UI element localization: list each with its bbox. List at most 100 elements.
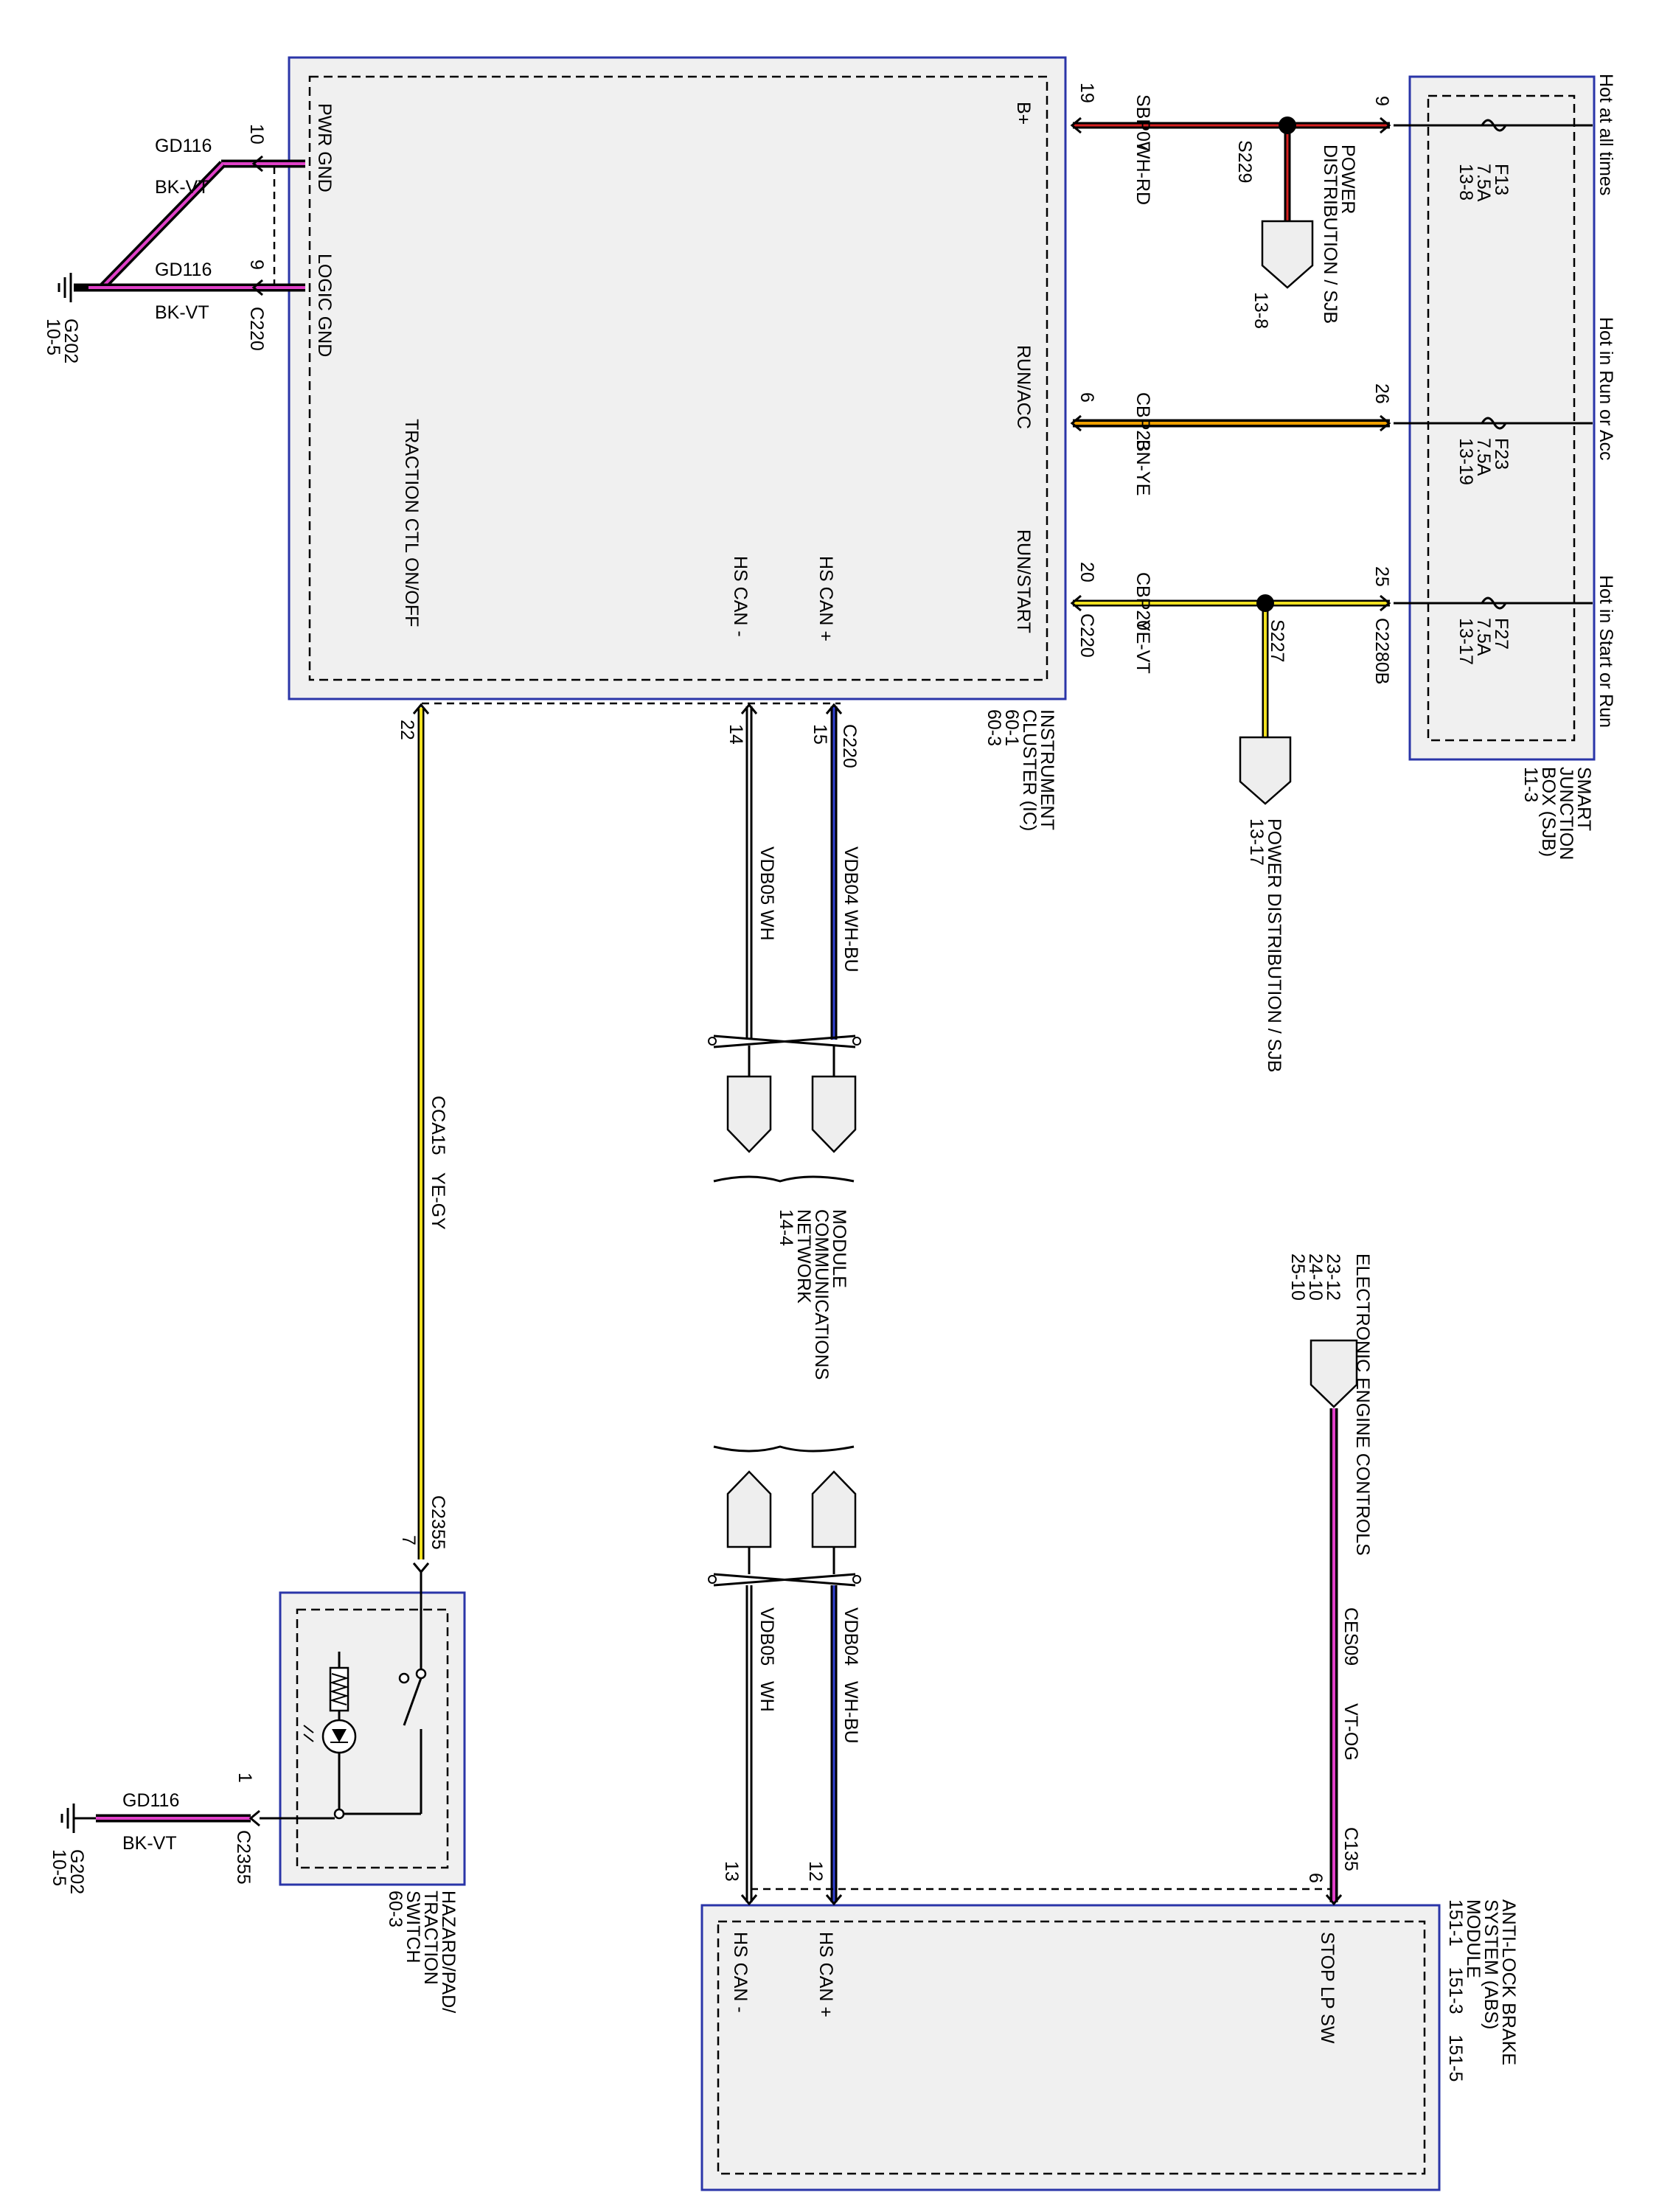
- pin-arrow-icon: [1070, 414, 1082, 432]
- ic-label-run-start: RUN/START: [1013, 529, 1034, 633]
- wire-label-ye-gy: YE-GY: [428, 1172, 448, 1230]
- hazard-inner-box: [296, 1608, 449, 1869]
- can-minus-connector-lower-icon: [726, 1470, 772, 1548]
- pin-arrow-icon: [1380, 116, 1391, 134]
- ground-ref-1: 10-5: [43, 319, 63, 355]
- abs-pin-6: 6: [1305, 1873, 1326, 1883]
- ic-pin-9: 9: [246, 260, 267, 270]
- pin-arrow-icon: [412, 1562, 430, 1574]
- abs-inner-box: [717, 1920, 1426, 2175]
- ic-pin-10: 10: [246, 124, 267, 145]
- bracket-upper-icon: [713, 1175, 855, 1183]
- fuse-f23-ref: 13-19: [1455, 438, 1476, 485]
- eec-ref-2: 24-10: [1305, 1253, 1326, 1301]
- pin-arrow-icon: [251, 279, 263, 296]
- ground-hazard-icon: [60, 1804, 96, 1833]
- pin-arrow-icon: [825, 703, 843, 714]
- ic-title-4: 60-3: [984, 709, 1004, 746]
- ic-label-hs-can-plus: HS CAN +: [815, 556, 836, 641]
- pin-arrow-icon: [1380, 594, 1391, 612]
- sjb-inner-box: [1427, 94, 1576, 742]
- ic-pin-6: 6: [1077, 392, 1097, 403]
- can-minus-connector-upper-icon: [726, 1075, 772, 1153]
- fuse-f23-icon: [1481, 417, 1507, 430]
- abs-box: [700, 1904, 1441, 2191]
- fuse-f13-ref: 13-8: [1455, 164, 1476, 201]
- wire-label-vdb04-low: VDB04: [841, 1607, 861, 1666]
- hot-label-3: Hot in Start or Run: [1596, 575, 1616, 728]
- abs-label-stop: STOP LP SW: [1317, 1932, 1338, 2044]
- wire-label-wh-up: WH: [757, 910, 777, 941]
- sjb-connector: C2280B: [1371, 618, 1392, 684]
- wire-label-ces09: CES09: [1340, 1607, 1361, 1666]
- ic-label-run-acc: RUN/ACC: [1013, 345, 1034, 429]
- fuse-f27-icon: [1481, 597, 1507, 610]
- wire-label-bn-ye: BN-YE: [1133, 439, 1153, 495]
- sjb-pin-26: 26: [1371, 383, 1392, 404]
- ic-title-2: CLUSTER (IC): [1019, 709, 1040, 831]
- pin-arrow-icon: [1325, 1894, 1343, 1906]
- eec-ref-3: 25-10: [1287, 1253, 1308, 1301]
- sjb-title-3: BOX (SJB): [1538, 767, 1559, 857]
- mcn-line3: NETWORK: [793, 1209, 814, 1304]
- fuse-f13-name: F13: [1491, 164, 1512, 195]
- fuse-f23-name: F23: [1491, 438, 1512, 470]
- ground-g202-1: G202: [60, 319, 81, 364]
- wire-label-whbu-low: WH-BU: [841, 1681, 861, 1744]
- wire-label-vt-og: VT-OG: [1340, 1703, 1361, 1761]
- abs-pin-13: 13: [721, 1861, 742, 1882]
- splice-s229: S229: [1234, 140, 1255, 183]
- power-dist-1-ref: 13-8: [1251, 292, 1271, 329]
- pin-arrow-icon: [825, 1894, 843, 1906]
- wire-label-gd116-1: GD116: [155, 136, 212, 156]
- ic-inner-box: [308, 75, 1048, 681]
- can-plus-connector-upper-icon: [811, 1075, 857, 1153]
- abs-title-3: MODULE: [1463, 1899, 1484, 1978]
- hazard-title-1: HAZARD/PAD/: [438, 1891, 459, 2013]
- ground-icon: [58, 273, 72, 302]
- power-dist-sjb-2-connector-icon: [1239, 736, 1292, 805]
- hazard-c2355: C2355: [233, 1830, 254, 1885]
- ic-pin-22: 22: [397, 720, 417, 740]
- fuse-f13-icon: [1481, 119, 1507, 132]
- wire-sbp07: [1073, 116, 1504, 221]
- pin-arrow-icon: [248, 1809, 260, 1827]
- bracket-lower-icon: [713, 1445, 855, 1453]
- pin-arrow-icon: [740, 703, 758, 714]
- hazard-pin-1: 1: [234, 1773, 255, 1783]
- pin-arrow-icon: [251, 155, 263, 173]
- wire-label-wh-low: WH: [757, 1681, 777, 1712]
- ic-connector-bottom: C220: [839, 724, 860, 768]
- wire-cbp20: [1073, 594, 1504, 737]
- ground-ref-2: 10-5: [49, 1849, 69, 1886]
- pin-arrow-icon: [1070, 594, 1082, 612]
- ic-pin-19: 19: [1077, 83, 1097, 103]
- hazard-pin-7: 7: [398, 1535, 419, 1545]
- wire-label-cca15: CCA15: [428, 1096, 448, 1155]
- hazard-box: [279, 1591, 466, 1886]
- wire-label-vdb05-low: VDB05: [757, 1607, 777, 1666]
- sjb-title-2: JUNCTION: [1556, 767, 1576, 860]
- wire-label-gd116-2: GD116: [155, 260, 212, 280]
- pin-arrow-icon: [412, 703, 430, 714]
- ic-pin-20: 20: [1077, 562, 1097, 582]
- ic-label-pwr-gnd: PWR GND: [314, 103, 335, 192]
- ic-connector-right: C220: [1077, 613, 1097, 658]
- wire-label-bkvt-1: BK-VT: [155, 177, 209, 198]
- mcn-line2: COMMUNICATIONS: [811, 1209, 832, 1380]
- mcn-line4: 14-4: [776, 1209, 796, 1246]
- ic-label-logic-gnd: LOGIC GND: [314, 254, 335, 357]
- eec-title: ELECTRONIC ENGINE CONTROLS: [1352, 1253, 1373, 1556]
- sjb-title-4: 11-3: [1520, 767, 1541, 802]
- power-dist-1-line2: DISTRIBUTION / SJB: [1320, 145, 1340, 324]
- power-dist-sjb-connector-icon: [1261, 220, 1314, 289]
- switch-icon: [339, 1668, 427, 1815]
- wire-label-cbp23: CBP23: [1133, 392, 1153, 451]
- abs-connector: C135: [1340, 1827, 1361, 1871]
- ic-box: [288, 56, 1067, 700]
- abs-pin-12: 12: [805, 1861, 826, 1882]
- eec-connector-icon: [1310, 1339, 1358, 1408]
- abs-title-1: ANTI-LOCK BRAKE: [1498, 1899, 1519, 2065]
- wire-label-cbp20: CBP20: [1133, 572, 1153, 630]
- can-plus-connector-lower-icon: [811, 1470, 857, 1548]
